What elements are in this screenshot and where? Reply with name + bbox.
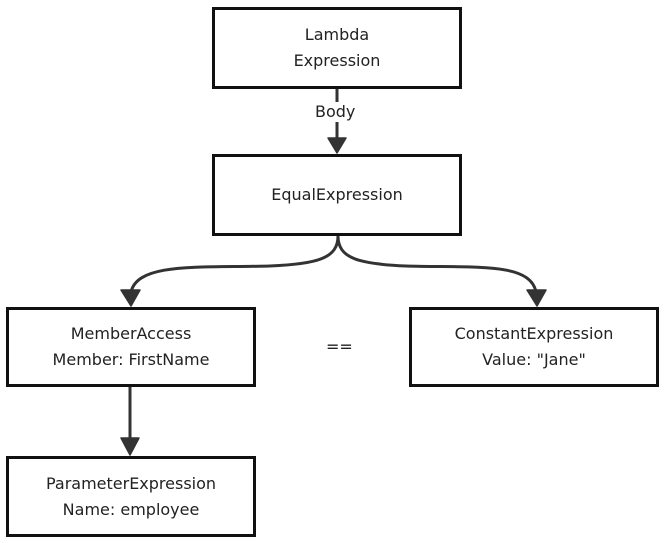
equal-expression-node: EqualExpression [212, 154, 462, 236]
body-edge-label: Body [313, 102, 358, 122]
member-node-line1: MemberAccess [70, 324, 192, 343]
parameter-expression-node: ParameterExpression Name: employee [6, 456, 256, 537]
arrowhead-param [120, 437, 140, 456]
lambda-expression-node: Lambda Expression [212, 7, 462, 89]
lambda-node-line1: Lambda [304, 25, 370, 44]
constant-expression-node: ConstantExpression Value: "Jane" [409, 307, 659, 387]
member-node-line2: Member: FirstName [52, 350, 210, 369]
member-access-node: MemberAccess Member: FirstName [6, 307, 256, 387]
param-node-line1: ParameterExpression [45, 473, 217, 493]
arrowhead-equal [327, 137, 347, 154]
equal-node-line1: EqualExpression [271, 185, 403, 204]
edge-equal-to-constant [336, 234, 538, 294]
lambda-node-line2: Expression [293, 51, 381, 70]
constant-node-line2: Value: "Jane" [482, 350, 586, 369]
arrowhead-constant [526, 289, 547, 307]
param-node-line2: Name: employee [62, 499, 200, 519]
constant-node-line1: ConstantExpression [454, 324, 614, 343]
edge-equal-to-member [129, 234, 340, 294]
equals-operator-label: == [326, 337, 353, 357]
arrowhead-member [120, 289, 141, 307]
